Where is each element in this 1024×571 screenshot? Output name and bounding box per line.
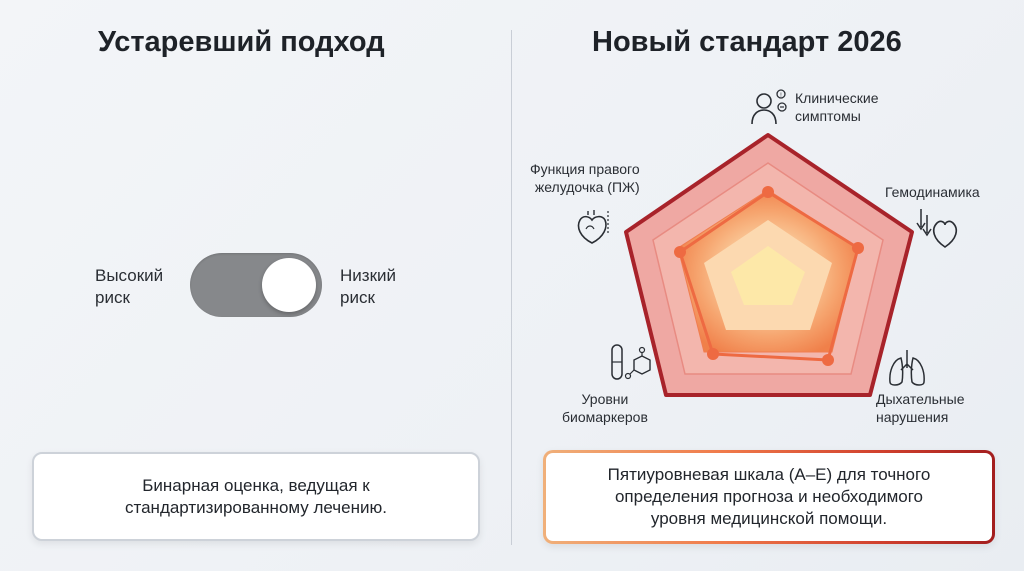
- marker-respiratory: [822, 354, 834, 366]
- left-title: Устаревший подход: [98, 26, 385, 58]
- center-divider: [511, 30, 512, 545]
- high-risk-label-line2: риск: [95, 288, 130, 307]
- axis-label-hemodynamics: Гемодинамика: [885, 183, 980, 201]
- heart-ventricle-icon: [577, 210, 609, 244]
- test-tube-molecule-icon: [611, 344, 651, 380]
- high-risk-label-line1: Высокий: [95, 266, 164, 285]
- inner-ring: [731, 246, 805, 305]
- axis-label-rv-function: Функция правого желудочка (ПЖ): [530, 160, 640, 196]
- axis-label-respiratory-line2: нарушения: [876, 409, 949, 425]
- low-risk-label-line1: Низкий: [340, 266, 396, 285]
- marker-biomarkers: [707, 348, 719, 360]
- high-risk-label: Высокий риск: [95, 265, 163, 309]
- marker-hemodynamics: [852, 242, 864, 254]
- low-risk-label: Низкий риск: [340, 265, 396, 309]
- axis-label-respiratory-line1: Дыхательные: [876, 391, 965, 407]
- risk-toggle[interactable]: [190, 253, 322, 317]
- right-title: Новый стандарт 2026: [592, 26, 902, 58]
- axis-label-clinical-line2: симптомы: [795, 108, 861, 124]
- axis-label-hemodynamics-line1: Гемодинамика: [885, 184, 980, 200]
- low-risk-label-line2: риск: [340, 288, 375, 307]
- left-caption-line2: стандартизированному лечению.: [125, 497, 387, 517]
- radar-pentagon: [624, 133, 914, 397]
- axis-label-rv-function-line2: желудочка (ПЖ): [534, 179, 640, 195]
- svg-text:!: !: [780, 93, 782, 99]
- axis-label-biomarkers: Уровни биомаркеров: [562, 390, 648, 426]
- marker-clinical: [762, 186, 774, 198]
- heart-pressure-icon: [916, 209, 958, 248]
- left-caption-box: Бинарная оценка, ведущая к стандартизиро…: [32, 452, 480, 541]
- toggle-knob[interactable]: [262, 258, 316, 312]
- right-caption-line3: уровня медицинской помощи.: [650, 509, 888, 528]
- right-caption-line1: Пятиуровневая шкала (A–E) для точного: [607, 465, 931, 484]
- axis-label-biomarkers-line1: Уровни: [581, 391, 629, 407]
- left-caption-line1: Бинарная оценка, ведущая к: [142, 475, 370, 495]
- axis-label-clinical-line1: Клинические: [795, 90, 879, 106]
- marker-rv-function: [674, 246, 686, 258]
- lungs-icon: [889, 350, 925, 386]
- patient-symptoms-icon: !: [751, 89, 787, 125]
- axis-label-respiratory: Дыхательные нарушения: [876, 390, 964, 426]
- right-caption-box: Пятиуровневая шкала (A–E) для точного оп…: [543, 450, 995, 544]
- assessment-polygon: [678, 190, 860, 362]
- axis-label-biomarkers-line2: биомаркеров: [562, 409, 648, 425]
- right-caption-line2: определения прогноза и необходимого: [614, 487, 924, 506]
- axis-label-rv-function-line1: Функция правого: [530, 161, 640, 177]
- axis-label-clinical: Клинические симптомы: [795, 89, 879, 125]
